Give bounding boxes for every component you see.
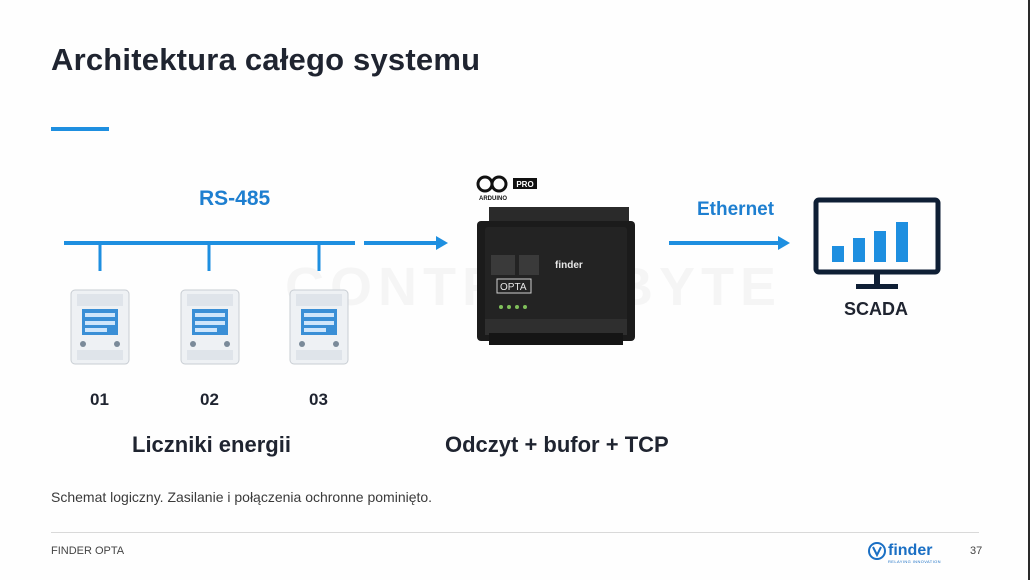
controller-brand: finder — [555, 260, 583, 271]
finder-opta-controller: finder OPTA — [477, 207, 635, 345]
rs485-bus — [64, 241, 355, 271]
right-edge-border — [1028, 0, 1030, 580]
energy-meter-03 — [289, 289, 349, 365]
ethernet-arrow — [669, 236, 790, 250]
arduino-text: ARDUINO — [479, 196, 507, 202]
rs485-label: RS-485 — [199, 187, 271, 210]
meter-label-03: 03 — [309, 390, 328, 409]
diagram-note: Schemat logiczny. Zasilanie i połączenia… — [51, 489, 433, 505]
slide-title: Architektura całego systemu — [51, 42, 481, 77]
title-underline — [51, 127, 109, 131]
ethernet-label: Ethernet — [697, 199, 775, 220]
meters-caption: Liczniki energii — [132, 432, 291, 457]
arduino-pro-badge: PRO — [516, 180, 533, 189]
controller-caption: Odczyt + bufor + TCP — [445, 432, 669, 457]
controller-model: OPTA — [500, 282, 527, 293]
finder-logo-text: finder — [888, 542, 933, 559]
energy-meter-02 — [180, 289, 240, 365]
arduino-logo-icon: PRO ARDUINO — [476, 175, 537, 202]
finder-logo-tagline: RELAYING INNOVATION — [888, 559, 941, 564]
page-number: 37 — [970, 545, 983, 557]
footer-left-text: FINDER OPTA — [51, 545, 125, 557]
meter-label-01: 01 — [90, 390, 109, 409]
energy-meter-01 — [70, 289, 130, 365]
bus-to-controller-arrow — [364, 236, 448, 250]
meter-label-02: 02 — [200, 390, 219, 409]
scada-label: SCADA — [844, 299, 909, 319]
finder-footer-logo: finder RELAYING INNOVATION — [868, 541, 954, 565]
scada-monitor-icon — [813, 197, 941, 289]
finder-logo-icon — [868, 542, 886, 560]
footer-divider — [51, 532, 979, 533]
